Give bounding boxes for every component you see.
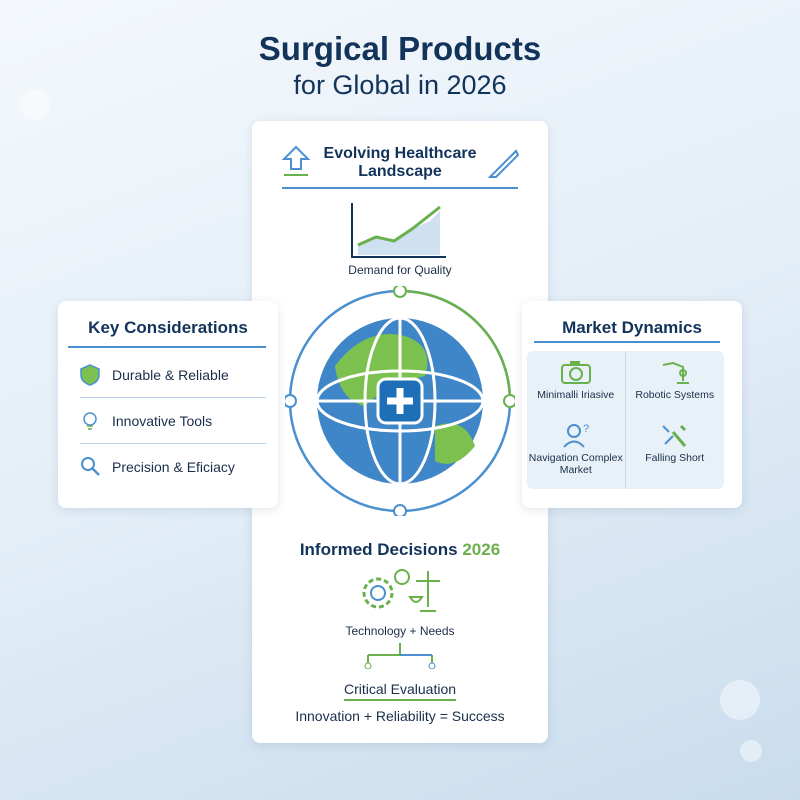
dynamics-item: Falling Short [626,414,725,489]
right-title: Market Dynamics [562,318,702,337]
robot-arm-icon [662,361,689,384]
camera-icon [560,361,591,384]
critical-evaluation-text: Critical Evaluation [343,681,457,701]
right-underline [534,341,720,343]
bottom-title: Informed Decisions 2026 [252,540,548,560]
consideration-item: Precision & Eficiacy [80,444,266,490]
scalpel-icon [487,149,520,178]
person-question-icon: ? [563,423,589,448]
left-title: Key Considerations [88,318,248,337]
top-underline [282,187,518,189]
consideration-item: Innovative Tools [80,398,266,444]
lightbulb-icon [83,411,97,430]
bottom-title-year: 2026 [462,540,501,559]
tech-needs-caption: Technology + Needs [345,624,455,638]
decor-bubble [720,680,760,720]
formula-text: Innovation + Reliability = Success [295,708,505,724]
magnifier-icon [81,457,100,476]
growth-chart-icon [351,203,446,258]
item-label: Robotic Systems [635,389,715,401]
upload-arrow-icon [282,145,310,176]
item-label: Navigation Complex Market [528,452,623,476]
decor-bubble [740,740,762,762]
globe-medical-icon [285,286,515,516]
market-dynamics-card: Market Dynamics Minimalli Iriasive Robot… [522,301,742,508]
gears-scale-icon [362,569,440,612]
top-title-line1: Evolving Healthcare [323,145,477,162]
item-label: Falling Short [645,452,705,464]
dynamics-item: Minimalli Iriasive [527,351,626,414]
dynamics-item: ? Navigation Complex Market [527,414,626,489]
title-line2: for Global in 2026 [293,70,507,100]
item-label: Precision & Eficiacy [112,459,235,475]
left-underline [68,346,266,348]
chart-caption: Demand for Quality [348,263,452,277]
connector-diagram [364,643,436,669]
item-label: Durable & Reliable [112,366,229,383]
top-title-line2: Landscape [358,163,442,180]
item-label: Minimalli Iriasive [537,389,615,401]
title-line1: Surgical Products [258,30,542,67]
bottom-title-text: Informed Decisions [299,540,458,559]
page-title: Surgical Products for Global in 2026 [0,30,800,101]
shield-icon [80,363,100,386]
broken-tools-icon [662,424,686,447]
svg-text:?: ? [583,423,589,435]
item-label: Innovative Tools [112,412,213,429]
decor-bubble [20,90,50,120]
dynamics-item: Robotic Systems [626,351,725,414]
dynamics-grid: Minimalli Iriasive Robotic Systems ? Navi… [527,351,724,489]
key-considerations-card: Key Considerations Durable & Reliable In… [58,301,278,508]
consideration-item: Durable & Reliable [80,352,266,398]
critical-evaluation: Critical Evaluation [252,681,548,701]
